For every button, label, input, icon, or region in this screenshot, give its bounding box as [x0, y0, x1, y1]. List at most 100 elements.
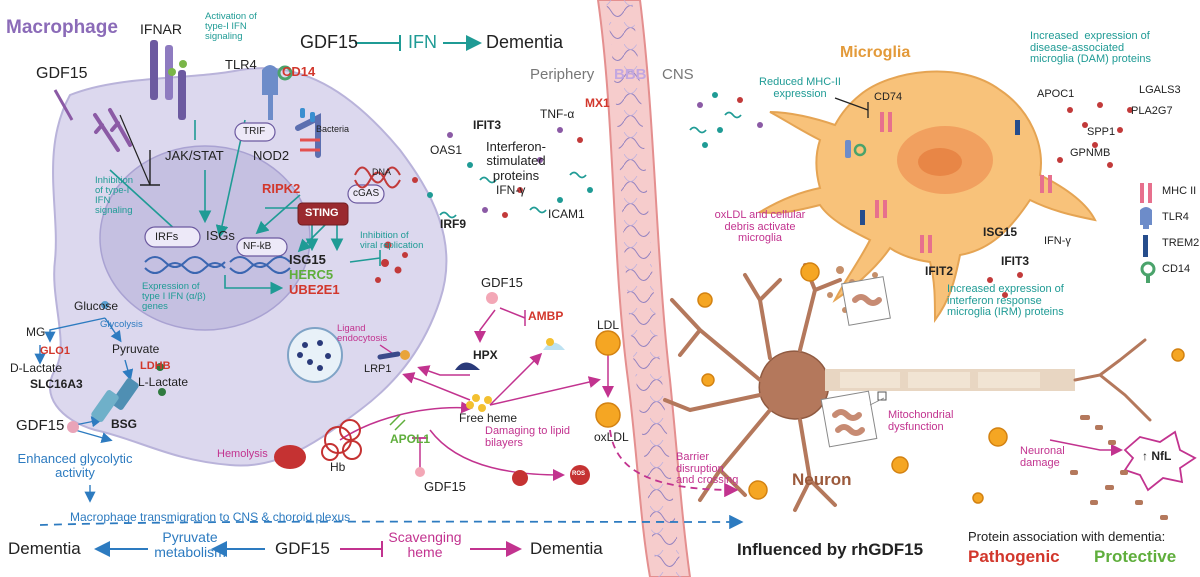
mac-enhanced-glycolytic: Enhanced glycolytic activity — [17, 451, 133, 481]
mac-irfs: IRFs — [155, 231, 179, 243]
mg-cd74: CD74 — [874, 91, 903, 103]
mg-spp1: SPP1 — [1087, 126, 1116, 138]
microglia-cell — [757, 70, 1097, 324]
sec-oas1: OAS1 — [430, 143, 463, 157]
heme-hemolysis: Hemolysis — [217, 448, 268, 460]
neuron-mito: Mitochondrial dysfunction — [888, 409, 954, 433]
bottom-pathogenic: Pathogenic — [968, 547, 1060, 566]
mac-nod2: NOD2 — [253, 148, 290, 163]
heme-ldl: LDL — [597, 318, 620, 332]
mac-slc16a3: SLC16A3 — [30, 377, 83, 391]
mac-ifnar: IFNAR — [140, 21, 182, 37]
bottom-transmigration: Macrophage transmigration to CNS & choro… — [70, 510, 351, 524]
macrophage-title: Macrophage — [6, 17, 118, 38]
heme-barrier: Barrier disruption and crossing — [676, 451, 739, 487]
mg-gpnmb: GPNMB — [1070, 147, 1111, 159]
mac-ube2e1: UBE2E1 — [289, 282, 340, 297]
mac-tlr4: TLR4 — [225, 57, 257, 72]
receptor-legend-glyphs — [1140, 183, 1156, 283]
bottom-dementia-right: Dementia — [530, 539, 603, 558]
neuron-title: Neuron — [792, 470, 852, 489]
top-ifn: IFN — [408, 32, 437, 52]
neuron-nfl: ↑ NfL — [1142, 449, 1172, 463]
bbb-label: BBB — [614, 66, 647, 83]
mac-ligand-endocytosis: Ligand endocytosis — [337, 323, 388, 344]
heme-damaging: Damaging to lipid bilayers — [485, 425, 570, 449]
cns-label: CNS — [662, 66, 694, 83]
mg-irm: Increased expression of interferon respo… — [947, 283, 1064, 319]
heme-oxldl: oxLDL — [594, 430, 629, 444]
sec-interferon-stimulated: Interferon- stimulated proteins — [486, 139, 546, 183]
mg-isg15: ISG15 — [983, 225, 1018, 239]
mac-jak-stat: JAK/STAT — [165, 148, 224, 163]
bottom-scavenging: Scavenging heme — [388, 529, 462, 560]
sec-tnf-alpha: TNF-α — [540, 107, 575, 121]
legend-trem2: TREM2 — [1162, 237, 1200, 249]
heme-free-heme: Free heme — [459, 411, 518, 425]
bottom-gdf15: GDF15 — [275, 539, 330, 558]
bottom-pyruvate-metabolism: Pyruvate metabolism — [154, 529, 226, 560]
neuron-cell — [663, 263, 1152, 512]
heme-hb: Hb — [330, 460, 346, 474]
bottom-influenced: Influenced by rhGDF15 — [737, 540, 924, 559]
legend-mhc2: MHC II — [1162, 185, 1197, 197]
legend-tlr4: TLR4 — [1162, 211, 1189, 223]
sec-ifn-gamma: IFN-γ — [496, 183, 526, 197]
legend-cd14: CD14 — [1162, 263, 1191, 275]
ifnar-receptor-glyph — [150, 40, 187, 120]
mg-reduced-mhc: Reduced MHC-II expression — [759, 76, 841, 100]
mac-gdf15: GDF15 — [36, 65, 88, 82]
mac-inhibition-viral: Inhibition of viral replication — [360, 230, 424, 251]
mg-ifn-gamma: IFN-γ — [1044, 235, 1071, 247]
mac-bsg: BSG — [111, 417, 138, 431]
neuron-damage: Neuronal damage — [1020, 445, 1065, 469]
bottom-protein-assoc: Protein association with dementia: — [968, 529, 1166, 544]
mac-mg: MG — [26, 325, 46, 339]
sec-irf9: IRF9 — [440, 217, 467, 231]
heme-apol1: APOL1 — [390, 432, 431, 446]
mac-bacteria: Bacteria — [316, 124, 350, 134]
mac-lrp1: LRP1 — [364, 363, 392, 375]
mg-ifit3: IFIT3 — [1001, 254, 1030, 268]
macrophage-nucleus — [99, 145, 311, 331]
mac-herc5: HERC5 — [289, 267, 334, 282]
mac-isg15: ISG15 — [289, 252, 326, 267]
heme-hpx: HPX — [473, 348, 498, 362]
mac-cgas: cGAS — [353, 188, 380, 199]
mac-glycolysis: Glycolysis — [100, 319, 143, 330]
sec-icam1: ICAM1 — [548, 207, 585, 221]
mac-cd14: CD14 — [282, 64, 316, 79]
heme-gdf15-top: GDF15 — [481, 275, 523, 290]
periphery-label: Periphery — [530, 66, 595, 83]
mac-inhibition-ifn: Inhibition of type-I IFN signaling — [95, 175, 134, 216]
mac-d-lactate: D-Lactate — [10, 361, 63, 375]
mg-pla2g7: PLA2G7 — [1131, 105, 1173, 117]
gdf15-receptors-glyph — [53, 89, 132, 152]
mac-gdf15-bottom: GDF15 — [16, 417, 65, 434]
mg-ifit2: IFIT2 — [925, 264, 954, 278]
mg-oxldl-activate: oxLDL and cellular debris activate micro… — [714, 209, 806, 245]
secreted-proteins-cloud — [412, 92, 763, 219]
mg-apoc1: APOC1 — [1037, 88, 1075, 100]
mac-ifn-activation: Activation of type-I IFN signaling — [205, 11, 257, 42]
mac-l-lactate: L-Lactate — [138, 375, 189, 389]
top-dementia: Dementia — [486, 32, 564, 52]
top-gdf15: GDF15 — [300, 32, 359, 52]
mac-sting: STING — [305, 207, 339, 219]
bottom-protective: Protective — [1094, 547, 1177, 566]
heme-gdf15-low: GDF15 — [424, 479, 466, 494]
heme-ros: ROS — [572, 471, 586, 477]
sec-ifit3: IFIT3 — [473, 118, 502, 132]
bottom-dementia-left: Dementia — [8, 539, 81, 558]
mac-expression-ifn: Expression of type I IFN (α/β) genes — [142, 281, 206, 312]
mac-nfkb: NF-kB — [243, 241, 272, 252]
mg-lgals3: LGALS3 — [1139, 84, 1181, 96]
mac-ripk2: RIPK2 — [262, 181, 301, 196]
mg-dam-header: Increased expression of disease-associat… — [1030, 30, 1152, 66]
microglia-title: Microglia — [840, 44, 911, 61]
mac-glucose: Glucose — [74, 299, 119, 313]
sec-mx1: MX1 — [585, 96, 610, 110]
mac-trif: TRIF — [243, 126, 266, 137]
